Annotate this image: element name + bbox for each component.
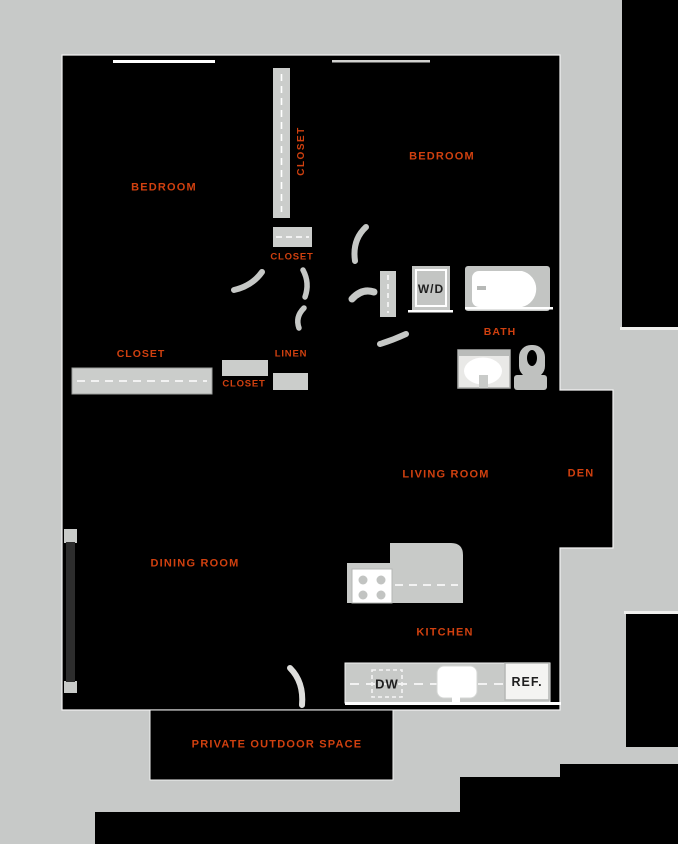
room-label-bath: BATH xyxy=(483,325,517,338)
window xyxy=(113,60,215,63)
wall-line xyxy=(408,310,453,313)
door-swing-arc xyxy=(377,331,409,347)
door-swing-arc xyxy=(300,267,310,300)
stove-burner xyxy=(358,575,368,585)
adjacent-building-edge-line-2 xyxy=(624,611,678,614)
dishwasher-label: DW xyxy=(375,676,399,692)
wall-line xyxy=(345,702,561,705)
window-sill xyxy=(64,529,77,543)
door-swing-arc xyxy=(351,224,369,264)
room-label-closet-hall: CLOSET xyxy=(270,251,314,263)
bathtub-faucet xyxy=(477,286,486,290)
adjacent-building-edge-line xyxy=(620,327,678,330)
wall-line xyxy=(465,307,553,310)
room-label-bedroom-right: BEDROOM xyxy=(409,150,475,163)
window-sill xyxy=(64,681,77,693)
room-label-closet-left: CLOSET xyxy=(116,347,166,360)
washer-dryer-inner-outline xyxy=(415,269,447,307)
closet-slider-door xyxy=(273,68,290,218)
stove-burner xyxy=(358,590,368,600)
room-label-dining-room: DINING ROOM xyxy=(150,557,240,570)
kitchen-sink-faucet xyxy=(452,692,460,704)
washer-dryer-label: W/D xyxy=(417,282,445,296)
room-label-closet-mid: CLOSET xyxy=(222,378,266,390)
sink-basin xyxy=(464,357,502,385)
room-label-linen: LINEN xyxy=(274,348,308,360)
door-leaf xyxy=(348,287,378,303)
stove-icon xyxy=(351,568,393,604)
terrace-door-swing-arc xyxy=(287,665,306,708)
dishwasher-box xyxy=(371,669,403,698)
sink-drain xyxy=(479,375,488,388)
refrigerator-box xyxy=(504,662,550,701)
door-swing-arc xyxy=(231,269,265,293)
window xyxy=(332,60,430,63)
linen-shelf-box xyxy=(273,373,308,390)
washer-dryer-box xyxy=(412,266,450,310)
stove-burner xyxy=(376,575,386,585)
adjacent-building-mid-right xyxy=(626,614,678,747)
window-band xyxy=(66,542,75,682)
room-label-den: DEN xyxy=(567,467,595,480)
toilet-base xyxy=(514,375,547,390)
terrace-footprint xyxy=(149,709,394,781)
hall-closet-box xyxy=(273,227,312,247)
adjacent-building-top-right xyxy=(622,0,678,327)
room-label-bedroom-left: BEDROOM xyxy=(131,181,197,194)
sink-backsplash xyxy=(458,350,510,356)
toilet-bowl xyxy=(527,350,537,366)
room-label-closet-vertical: CLOSET xyxy=(296,126,307,176)
door-swing-arc xyxy=(295,305,307,331)
bathtub-basin xyxy=(472,271,537,307)
stove-burner xyxy=(376,590,386,600)
refrigerator-label: REF. xyxy=(511,674,543,689)
room-label-kitchen: KITCHEN xyxy=(416,626,474,639)
adjacent-building-bottom xyxy=(95,764,678,844)
closet-shelf-box xyxy=(222,360,268,376)
room-label-living-room: LIVING ROOM xyxy=(402,468,490,481)
room-label-outdoor-space: PRIVATE OUTDOOR SPACE xyxy=(191,738,363,751)
